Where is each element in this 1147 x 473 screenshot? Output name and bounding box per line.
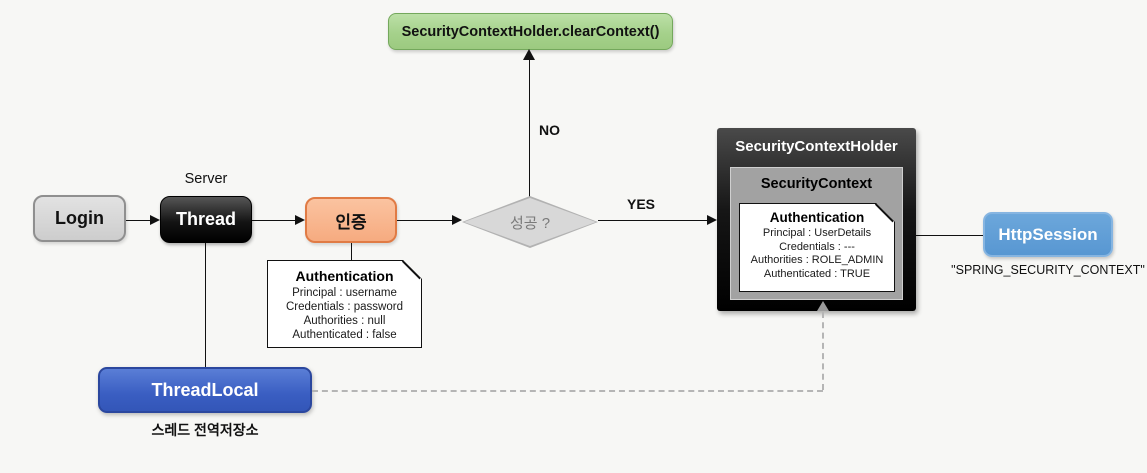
thread-threadlocal-connector-line [205, 243, 206, 367]
sch-session-connector-line [916, 235, 983, 236]
note-line: Authenticated : TRUE [763, 267, 871, 280]
security-context-holder-title: SecurityContextHolder [735, 138, 898, 155]
clear-context-node: SecurityContextHolder.clearContext() [388, 13, 673, 50]
server-label: Server [184, 171, 228, 187]
session-key-caption: "SPRING_SECURITY_CONTEXT" [951, 263, 1145, 277]
arrow-auth-decision-head-icon [452, 215, 462, 225]
note-line: Principal : username [292, 287, 397, 299]
threadlocal-sch-arrowhead-icon [817, 301, 829, 311]
note-line: Authorities : null [303, 315, 386, 327]
auth-request-note: Authentication Principal : username Cred… [267, 259, 423, 348]
thread-local-caption: 스레드 전역저장소 [151, 422, 259, 438]
arrow-thread-auth-line [252, 220, 297, 221]
thread-node: Thread [160, 196, 252, 243]
auth-note-connector-line [351, 243, 352, 260]
thread-local-node: ThreadLocal [98, 367, 312, 413]
yes-label: YES [627, 196, 656, 212]
note-line: Principal : UserDetails [762, 227, 872, 239]
no-label: NO [539, 122, 560, 138]
arrow-login-thread-head-icon [150, 215, 160, 225]
note-line: Authenticated : false [292, 329, 397, 341]
note-line: Authorities : ROLE_ADMIN [750, 254, 884, 266]
http-session-node: HttpSession [983, 212, 1113, 257]
note-line: Credentials : --- [779, 240, 855, 253]
no-arrow-line [529, 58, 530, 198]
no-arrowhead-icon [523, 49, 535, 60]
note-title: Authentication [295, 268, 394, 284]
threadlocal-sch-dashed-line-h [312, 390, 823, 392]
login-node: Login [33, 195, 126, 242]
arrow-yes-head-icon [707, 215, 717, 225]
note-title: Authentication [769, 210, 865, 225]
arrow-thread-auth-head-icon [295, 215, 305, 225]
security-context-title: SecurityContext [760, 176, 873, 192]
decision-diamond: 성공 ? [462, 196, 598, 248]
note-line: Credentials : password [286, 301, 403, 313]
arrow-yes-line [598, 220, 708, 221]
auth-step-node: 인증 [305, 197, 397, 243]
decision-label: 성공 ? [464, 198, 596, 246]
threadlocal-sch-dashed-line-v [822, 312, 824, 390]
authentication-note: Authentication Principal : UserDetails C… [739, 202, 896, 292]
arrow-login-thread-line [126, 220, 152, 221]
arrow-auth-decision-line [397, 220, 453, 221]
